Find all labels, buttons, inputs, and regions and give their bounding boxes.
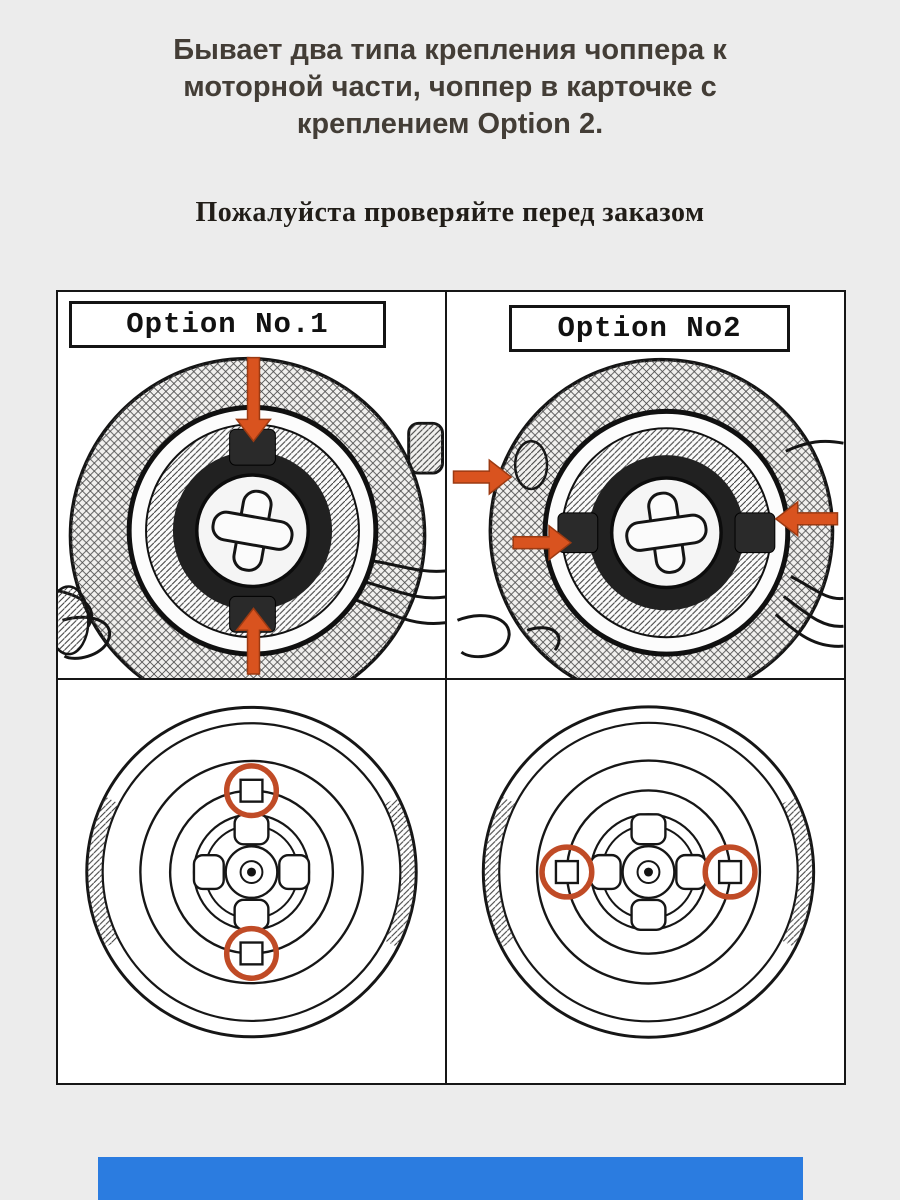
- drive-spline: [211, 489, 294, 572]
- mount-tab-left: [554, 859, 580, 885]
- subtitle: Пожалуйста проверяйте перед заказом: [195, 197, 705, 228]
- arrow-right-icon: [512, 524, 573, 562]
- highlight-ring-left: [539, 844, 595, 900]
- coupling-face: [126, 404, 379, 657]
- mount-tab-right: [717, 859, 743, 885]
- option1-label: Option No.1: [126, 308, 329, 341]
- highlight-ring-bottom: [223, 925, 280, 981]
- coupling-schematic: [85, 705, 418, 1039]
- title-line-1: Бывает два типа крепления чоппера к: [173, 34, 727, 66]
- latch-knob: [513, 439, 549, 491]
- option1-label-box: Option No.1: [69, 301, 386, 348]
- housing-lug: [407, 421, 445, 475]
- option2-label-box: Option No2: [509, 305, 790, 352]
- bottom-progress-bar: [98, 1157, 803, 1200]
- option1-diagram-cell: [58, 680, 447, 1083]
- grip-hatch-zones: [483, 707, 814, 1037]
- drive-spline: [625, 491, 708, 574]
- option2-coupling-drawing: [452, 357, 844, 678]
- cable-connector: [58, 585, 90, 656]
- title-line-2: моторной части, чоппер в карточке с: [183, 71, 717, 103]
- arrow-down-icon: [235, 356, 272, 443]
- title-line-3: креплением Option 2.: [296, 108, 604, 140]
- option1-photo-cell: Option No.1: [58, 292, 447, 680]
- option1-coupling-drawing: [58, 356, 445, 678]
- arrow-left-icon: [774, 500, 839, 538]
- arrow-up-icon: [235, 607, 272, 675]
- option2-photo-cell: Option No2: [447, 292, 844, 680]
- option2-schematic: [481, 705, 816, 1039]
- arrow-right-icon: [452, 458, 513, 496]
- coupling-schematic: [481, 705, 816, 1039]
- highlight-ring-right: [702, 844, 758, 900]
- coupling-face: [542, 408, 791, 657]
- wires: [456, 439, 844, 659]
- highlight-ring-top: [223, 763, 280, 819]
- page-title: Бывает два типа крепления чоппера к мото…: [0, 32, 900, 143]
- drive-cross: [589, 813, 708, 931]
- mount-tab-top: [239, 778, 264, 803]
- option2-diagram-cell: [447, 680, 844, 1083]
- mount-tab-right: [734, 512, 776, 554]
- comparison-panel: Option No.1: [56, 290, 846, 1085]
- option1-schematic: [85, 705, 418, 1039]
- grip-hatch-zones: [87, 707, 416, 1037]
- mount-tab-bottom: [239, 941, 264, 966]
- option2-label: Option No2: [557, 312, 742, 345]
